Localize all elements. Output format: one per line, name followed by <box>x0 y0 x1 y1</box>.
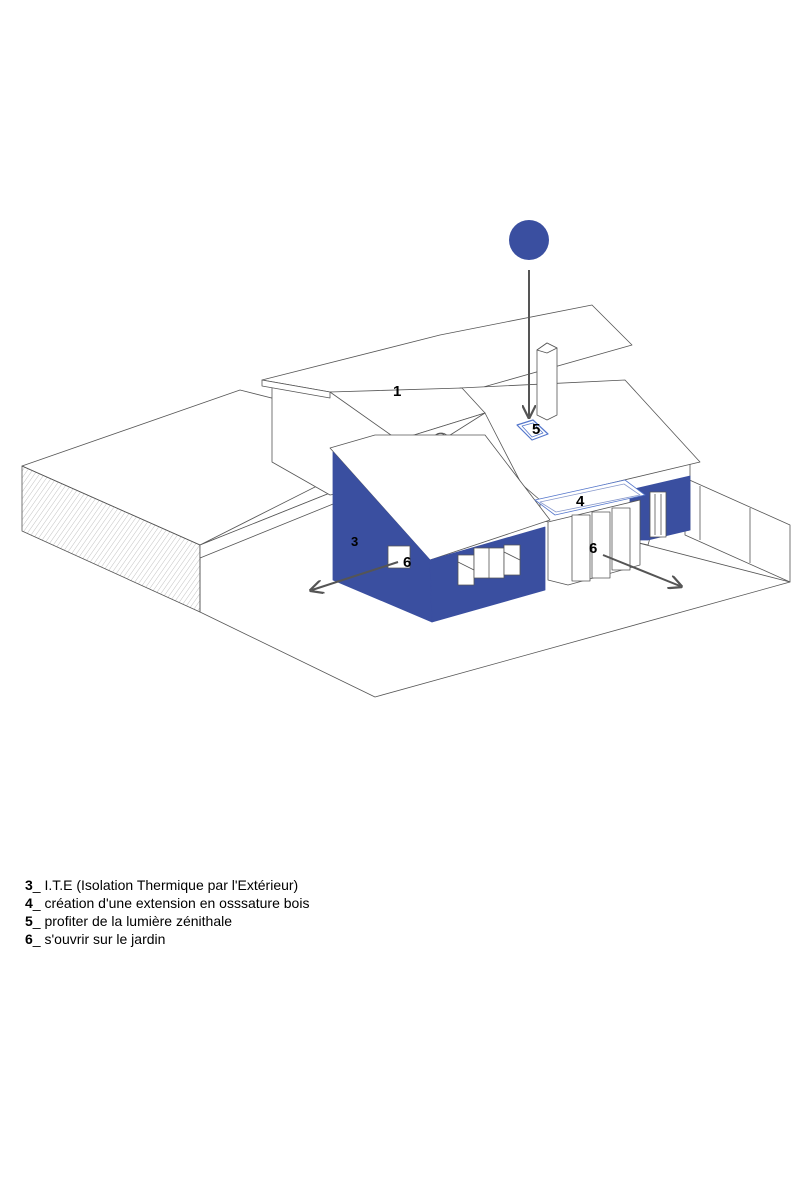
right-wing-door <box>649 491 667 538</box>
front-window-shutter-right <box>503 544 521 576</box>
legend: 3_ I.T.E (Isolation Thermique par l'Exté… <box>25 876 309 948</box>
extension-roof <box>534 479 646 516</box>
legend-number: 3 <box>25 877 33 893</box>
label-6-left: 6 <box>403 554 411 571</box>
legend-separator: _ <box>32 913 45 929</box>
extension-glazing-3 <box>611 507 631 571</box>
legend-separator: _ <box>32 931 45 947</box>
legend-separator: _ <box>32 877 45 893</box>
garden-arrow-left <box>312 561 399 590</box>
legend-number: 4 <box>25 895 33 911</box>
legend-item-3: 3_ I.T.E (Isolation Thermique par l'Exté… <box>25 876 309 894</box>
chimney <box>536 342 558 421</box>
legend-item-6: 6_ s'ouvrir sur le jardin <box>25 930 309 948</box>
line-drawing <box>21 304 791 698</box>
legend-item-5: 5_ profiter de la lumière zénithale <box>25 912 309 930</box>
legend-text: s'ouvrir sur le jardin <box>44 931 166 947</box>
extension-glazing-2 <box>591 511 611 579</box>
legend-separator: _ <box>32 895 45 911</box>
label-1: 1 <box>393 383 401 400</box>
sun-icon <box>509 220 549 260</box>
legend-text: I.T.E (Isolation Thermique par l'Extérie… <box>44 877 299 893</box>
legend-text: création d'une extension en osssature bo… <box>44 895 310 911</box>
boundary-wall-left-front <box>21 465 201 613</box>
extension-roof-rim <box>539 483 641 513</box>
upper-roof-fascia <box>261 379 331 399</box>
label-5: 5 <box>532 421 540 438</box>
label-6-right: 6 <box>589 540 597 557</box>
legend-number: 5 <box>25 913 33 929</box>
legend-item-4: 4_ création d'une extension en osssature… <box>25 894 309 912</box>
garden-arrow-right <box>602 554 680 586</box>
front-window-shutter-left <box>457 554 475 586</box>
legend-number: 6 <box>25 931 33 947</box>
label-4: 4 <box>576 493 585 510</box>
label-3: 3 <box>351 534 358 549</box>
extension-glazing-1 <box>571 514 591 582</box>
legend-text: profiter de la lumière zénithale <box>44 913 233 929</box>
